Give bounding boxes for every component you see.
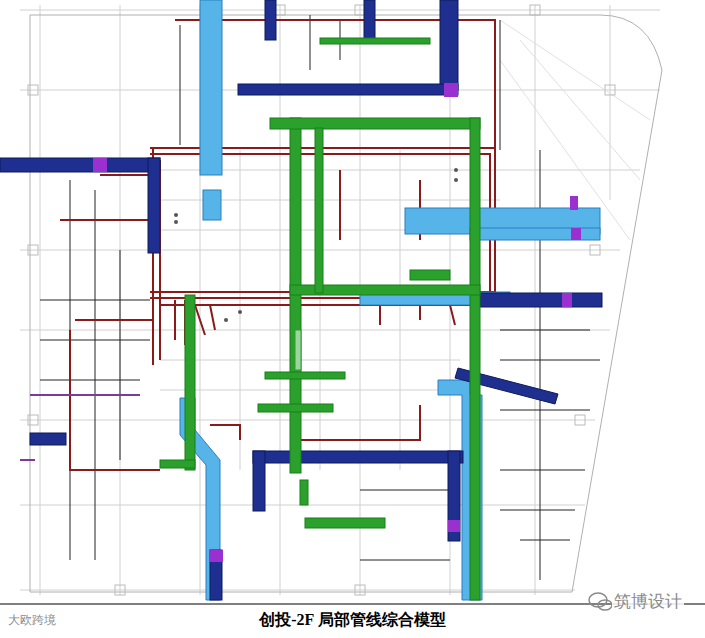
watermark: 大欧跨境	[8, 612, 56, 629]
caption: 创投-2F 局部管线综合模型	[0, 610, 705, 631]
watermark: 筑博设计	[612, 590, 684, 613]
